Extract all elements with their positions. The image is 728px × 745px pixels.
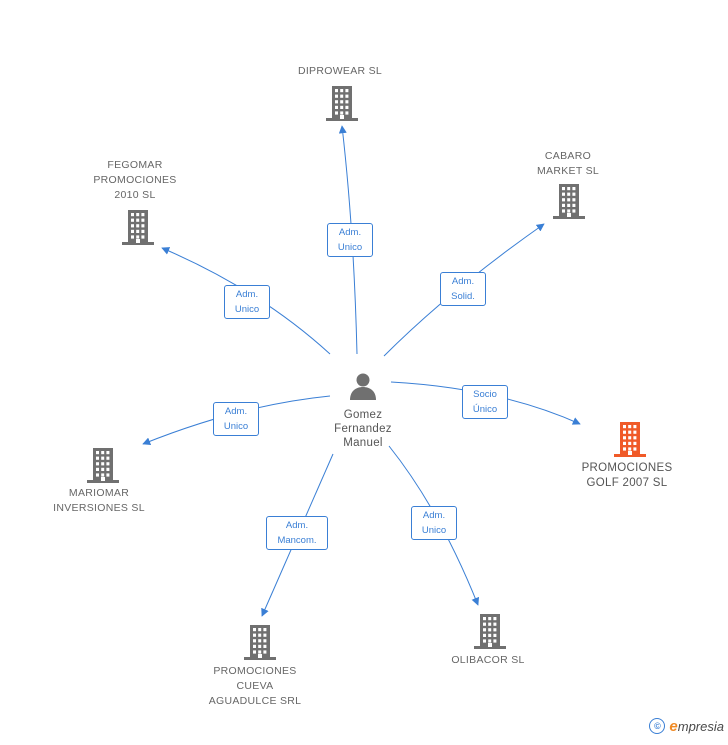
relation-label-promociones-cueva: Adm. Mancom. [266, 516, 328, 550]
building-icon[interactable] [474, 614, 506, 650]
building-icon[interactable] [614, 422, 646, 458]
relation-label-promociones-golf: Socio Único [462, 385, 508, 419]
relation-label-mariomar: Adm. Unico [213, 402, 259, 436]
building-icon[interactable] [244, 625, 276, 661]
company-label-promociones-golf[interactable]: PROMOCIONES GOLF 2007 SL [581, 462, 673, 489]
person-name[interactable]: Gomez Fernandez Manuel [334, 409, 392, 449]
building-icon[interactable] [87, 448, 119, 484]
footer-brand: © empresia [649, 716, 724, 736]
building-icon[interactable] [326, 86, 358, 122]
relation-label-diprowear: Adm. Unico [327, 223, 373, 257]
company-label-mariomar[interactable]: MARIOMAR INVERSIONES SL [53, 487, 145, 514]
copyright-icon: © [649, 718, 666, 734]
relation-label-olibacor: Adm. Unico [411, 506, 457, 540]
person-icon[interactable] [348, 371, 378, 401]
company-label-promociones-cueva[interactable]: PROMOCIONES CUEVA AGUADULCE SRL [208, 665, 302, 707]
company-label-olibacor[interactable]: OLIBACOR SL [451, 654, 525, 666]
company-label-diprowear[interactable]: DIPROWEAR SL [297, 65, 383, 77]
building-icon[interactable] [122, 210, 154, 246]
company-label-fegomar[interactable]: FEGOMAR PROMOCIONES 2010 SL [93, 159, 177, 201]
brand-logo: empresia [669, 717, 724, 735]
building-icon[interactable] [553, 184, 585, 220]
relation-label-fegomar: Adm. Unico [224, 285, 270, 319]
relation-label-cabaro: Adm. Solid. [440, 272, 486, 306]
company-label-cabaro[interactable]: CABARO MARKET SL [536, 150, 600, 177]
